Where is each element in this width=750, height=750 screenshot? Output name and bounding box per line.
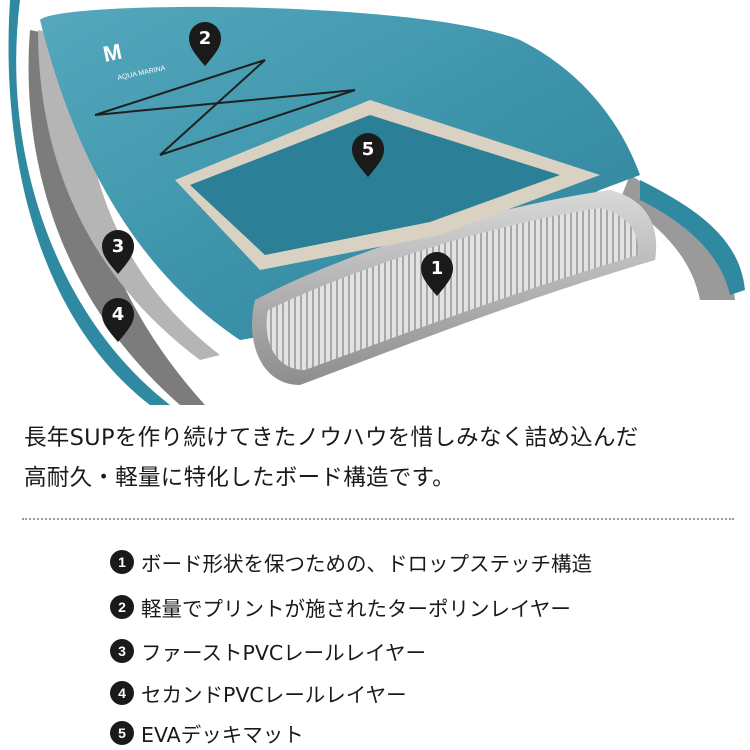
marker-5: 5 <box>352 133 384 177</box>
svg-text:1: 1 <box>431 258 444 279</box>
feature-text: EVAデッキマット <box>141 723 304 747</box>
marker-1: 1 <box>421 252 453 296</box>
marker-4: 4 <box>102 298 134 342</box>
feature-item-1: 1 ボード形状を保つための、ドロップステッチ構造 <box>110 547 592 577</box>
svg-text:4: 4 <box>112 304 125 325</box>
dotted-divider <box>22 518 734 520</box>
headline-line-2: 高耐久・軽量に特化したボード構造です。 <box>24 465 455 491</box>
svg-text:5: 5 <box>362 139 375 160</box>
number-badge-icon: 4 <box>110 681 134 705</box>
board-cross-section-illustration: M AQUA MARINA 2 5 1 3 4 <box>8 0 745 405</box>
feature-text: 軽量でプリントが施されたターポリンレイヤー <box>141 597 571 621</box>
feature-item-4: 4 セカンドPVCレールレイヤー <box>110 678 407 708</box>
brand-logo-mark: M <box>101 39 124 67</box>
number-badge-icon: 1 <box>110 550 134 574</box>
drop-stitch-fibers <box>266 208 639 370</box>
feature-text: セカンドPVCレールレイヤー <box>141 683 407 707</box>
svg-text:3: 3 <box>112 236 125 257</box>
right-rail-layers <box>620 175 735 300</box>
feature-item-3: 3 ファーストPVCレールレイヤー <box>110 636 426 666</box>
feature-text: ボード形状を保つための、ドロップステッチ構造 <box>141 552 592 576</box>
number-badge-icon: 2 <box>110 595 134 619</box>
headline-line-1: 長年SUPを作り続けてきたノウハウを惜しみなく詰め込んだ <box>24 425 639 451</box>
right-rail-teal <box>640 180 745 295</box>
feature-text: ファーストPVCレールレイヤー <box>141 641 427 665</box>
feature-item-5: 5 EVAデッキマット <box>110 718 304 748</box>
number-badge-icon: 5 <box>110 721 134 745</box>
marker-2: 2 <box>189 22 221 66</box>
svg-text:2: 2 <box>199 28 212 49</box>
marker-3: 3 <box>102 230 134 274</box>
number-badge-icon: 3 <box>110 639 134 663</box>
bungee-cords <box>94 59 356 156</box>
eva-deck-pad-inner <box>190 115 560 255</box>
rail-teal-edge <box>8 0 170 405</box>
feature-item-2: 2 軽量でプリントが施されたターポリンレイヤー <box>110 592 571 622</box>
